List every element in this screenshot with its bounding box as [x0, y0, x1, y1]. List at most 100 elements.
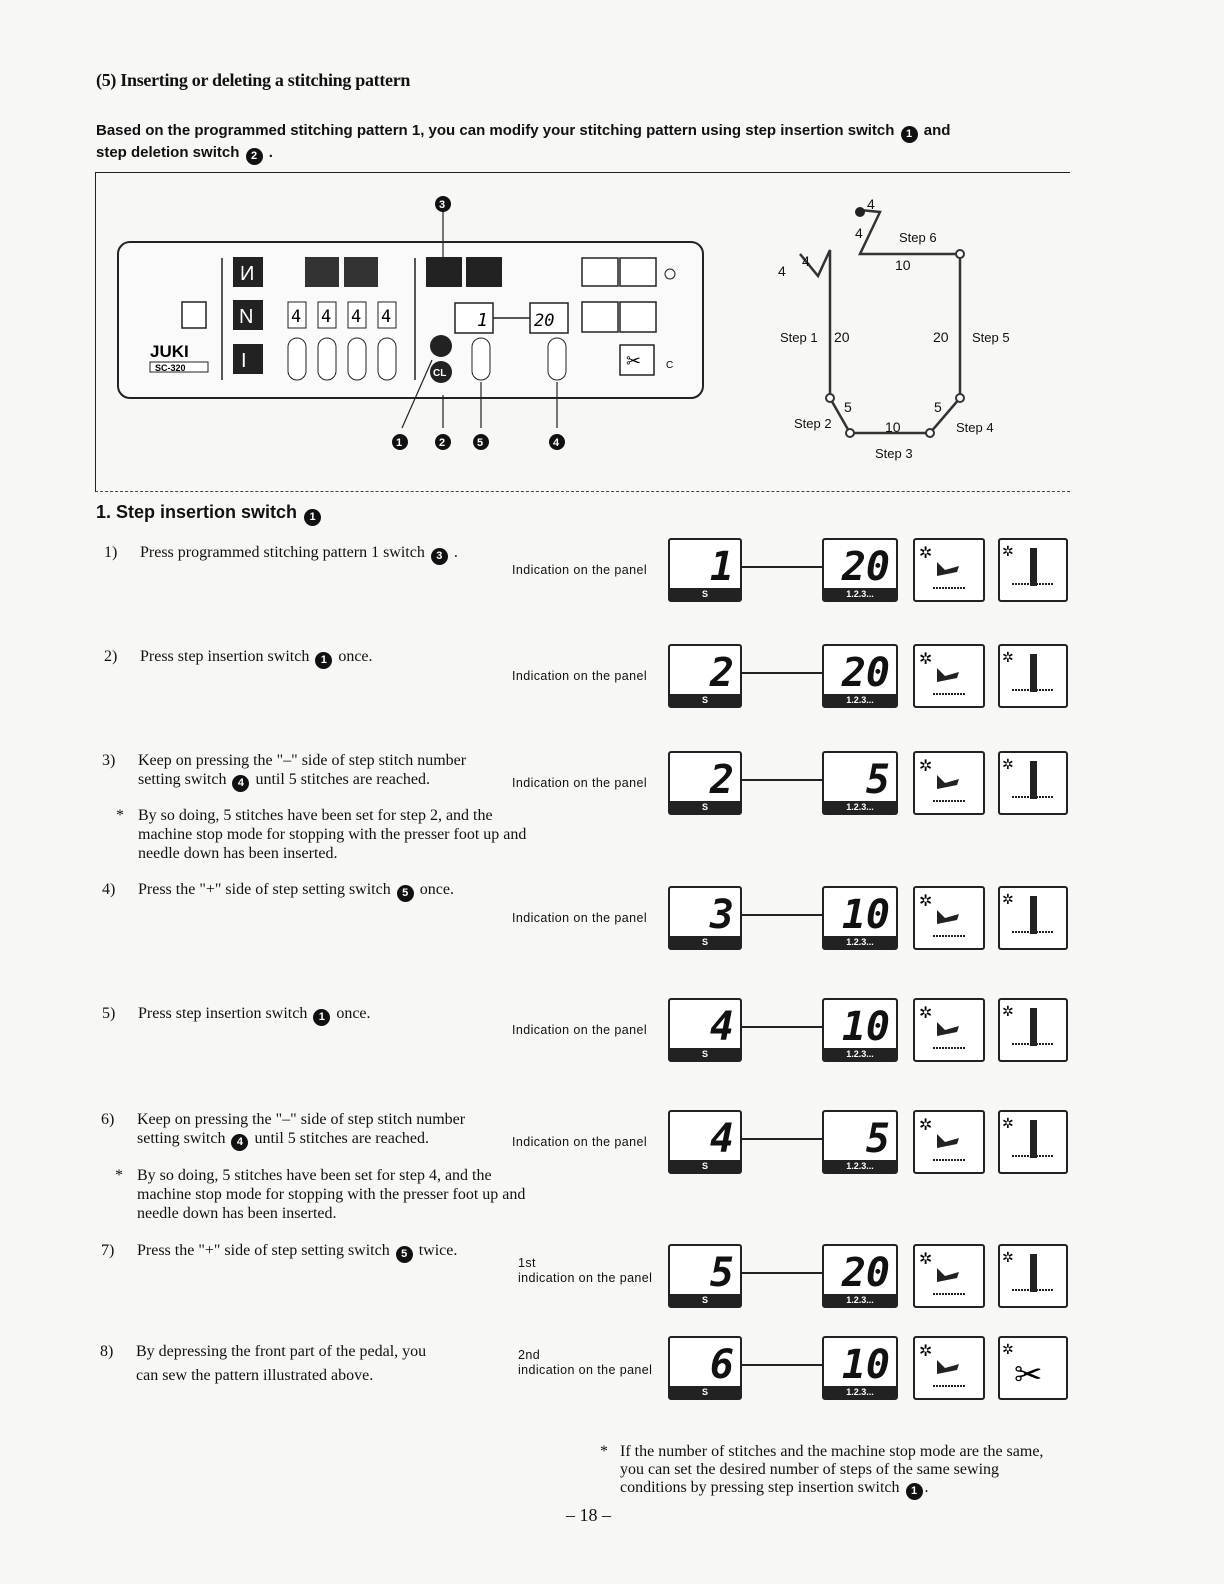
- svg-text:20: 20: [534, 311, 554, 331]
- step-label: S: [670, 1294, 740, 1306]
- svg-text:4: 4: [381, 307, 391, 327]
- presser-foot-button[interactable]: [181, 301, 207, 329]
- svg-text:4: 4: [802, 253, 810, 269]
- step-insertion-switch[interactable]: [430, 335, 452, 357]
- svg-text:✲: ✲: [919, 756, 932, 775]
- needle-up-icon[interactable]: [581, 257, 619, 287]
- brand-logo: JUKI: [150, 342, 189, 361]
- presser-down-icon[interactable]: [619, 301, 657, 333]
- needle-down-icon: ✲: [998, 751, 1068, 815]
- indication-label: Indication on the panel: [512, 669, 647, 683]
- panel-callout-markers: 3 1 2 5 4: [392, 196, 565, 450]
- step-6-note: *By so doing, 5 stitches have been set f…: [115, 1167, 526, 1222]
- svg-text:Step 5: Step 5: [972, 330, 1010, 345]
- pattern-button-a[interactable]: [305, 257, 339, 287]
- program-2-switch[interactable]: [466, 257, 502, 287]
- indication-label: Indication on the panel: [512, 1135, 647, 1149]
- svg-text:5: 5: [477, 437, 483, 449]
- stitch-count-value: 10: [841, 1004, 890, 1050]
- intro-end: .: [268, 144, 273, 161]
- step-7-text: 7)Press the "+" side of step setting swi…: [101, 1241, 457, 1263]
- needle-down-icon[interactable]: [619, 257, 657, 287]
- intro-text-1: Based on the programmed stitching patter…: [96, 122, 895, 139]
- digit-plus-minus-switches[interactable]: [287, 337, 567, 381]
- step-number-value: 3: [709, 892, 734, 938]
- svg-text:Step 2: Step 2: [794, 416, 832, 431]
- program-1-switch[interactable]: [426, 257, 462, 287]
- svg-text:4: 4: [553, 437, 560, 449]
- section-heading: (5) Inserting or deleting a stitching pa…: [96, 70, 411, 90]
- stitch-pattern-diagram: 4 4 4 4 Step 1 20 Step 2 5 Step 3 10 Ste…: [778, 196, 1010, 461]
- svg-text:5: 5: [844, 399, 852, 415]
- svg-text:✲: ✲: [1002, 544, 1014, 560]
- step-5-text: 5)Press step insertion switch 1 once.: [102, 1004, 371, 1026]
- step-number-value: 4: [709, 1004, 734, 1050]
- footnote: * If the number of stitches and the mach…: [600, 1443, 1068, 1500]
- indication-order: 2nd: [518, 1348, 541, 1362]
- indication-text: indication on the panel: [518, 1271, 653, 1285]
- svg-text:20: 20: [933, 329, 949, 345]
- digit-displays: 4 4 4 4: [287, 301, 397, 329]
- mode-button-2[interactable]: [233, 300, 263, 330]
- svg-text:✲: ✲: [919, 891, 932, 910]
- svg-text:✲: ✲: [919, 649, 932, 668]
- step-number-value: 2: [709, 757, 734, 803]
- svg-text:Step 3: Step 3: [875, 446, 913, 461]
- connector-line: [742, 1364, 822, 1366]
- indication-label: Indication on the panel: [512, 563, 647, 577]
- presser-foot-icon: ✲: [913, 644, 985, 708]
- svg-text:4: 4: [351, 307, 361, 327]
- mode-button-3[interactable]: [233, 344, 263, 374]
- svg-text:✲: ✲: [1002, 892, 1014, 908]
- svg-text:И: И: [240, 263, 254, 285]
- svg-text:4: 4: [867, 196, 875, 212]
- needle-down-icon: ✲: [998, 644, 1068, 708]
- step-label: S: [670, 1386, 740, 1398]
- pattern-button-b[interactable]: [344, 257, 378, 287]
- connector-line: [742, 779, 822, 781]
- step-label: S: [670, 936, 740, 948]
- connector-line: [742, 1138, 822, 1140]
- stitch-count-value: 20: [841, 1250, 890, 1296]
- svg-text:4: 4: [855, 225, 863, 241]
- svg-text:✲: ✲: [919, 1249, 932, 1268]
- svg-text:I: I: [241, 350, 247, 372]
- mode-button-1[interactable]: [233, 257, 263, 287]
- connector-line: [742, 1026, 822, 1028]
- presser-foot-icon: ✲: [913, 751, 985, 815]
- svg-text:20: 20: [834, 329, 850, 345]
- svg-text:✲: ✲: [919, 1003, 932, 1022]
- svg-text:✂: ✂: [1014, 1355, 1043, 1395]
- presser-up-icon[interactable]: [581, 301, 619, 333]
- marker-1-badge: 1: [900, 126, 918, 143]
- step-label: S: [670, 1160, 740, 1172]
- svg-text:N: N: [239, 306, 253, 328]
- needle-down-icon: ✲: [998, 538, 1068, 602]
- thread-trim-icon[interactable]: [619, 344, 655, 376]
- step-deletion-switch[interactable]: [430, 361, 452, 383]
- figure-frame: [95, 172, 1070, 492]
- stitch-count-value: 10: [841, 892, 890, 938]
- indication-label: Indication on the panel: [512, 776, 647, 790]
- connector-line: [742, 566, 822, 568]
- svg-text:✲: ✲: [1002, 1116, 1014, 1132]
- svg-text:✲: ✲: [919, 1115, 932, 1134]
- step-3-text: 3)Keep on pressing the "–" side of step …: [102, 751, 466, 792]
- connector-line: [742, 1272, 822, 1274]
- presser-foot-icon: ✲: [913, 538, 985, 602]
- stitch-count-label: 1.2.3...: [824, 1386, 896, 1398]
- step-label: S: [670, 588, 740, 600]
- intro-text-2: step deletion switch: [96, 144, 240, 161]
- stitch-count-value: 5: [865, 757, 890, 803]
- needle-down-icon: ✲: [998, 1110, 1068, 1174]
- svg-text:✲: ✲: [1002, 1342, 1014, 1358]
- presser-foot-icon: ✲: [913, 1244, 985, 1308]
- indication-text: indication on the panel: [518, 1363, 653, 1377]
- svg-text:✲: ✲: [1002, 757, 1014, 773]
